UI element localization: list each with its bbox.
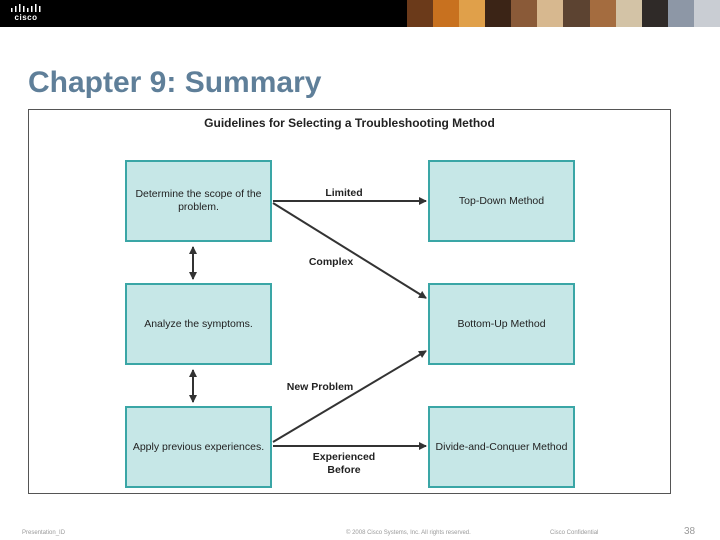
footer-copyright: © 2008 Cisco Systems, Inc. All rights re… bbox=[346, 530, 471, 536]
label-limited: Limited bbox=[325, 187, 363, 199]
header-photo-11 bbox=[667, 0, 694, 27]
box-determine-scope: Determine the scope of the problem. bbox=[125, 160, 272, 242]
box-apply-experiences-text: Apply previous experiences. bbox=[132, 440, 265, 453]
cisco-bars-icon bbox=[11, 4, 41, 12]
header-banner: cisco bbox=[0, 0, 720, 27]
cisco-logo: cisco bbox=[8, 3, 44, 23]
header-photo-9 bbox=[615, 0, 642, 27]
header-photo-12 bbox=[693, 0, 720, 27]
header-photo-7 bbox=[563, 0, 590, 27]
box-analyze-symptoms: Analyze the symptoms. bbox=[125, 283, 272, 365]
page-number: 38 bbox=[684, 526, 696, 537]
header-photo-5 bbox=[511, 0, 538, 27]
header-photo-4 bbox=[485, 0, 512, 27]
box-top-down: Top-Down Method bbox=[428, 160, 575, 242]
arrow-new-problem bbox=[272, 350, 427, 443]
label-new-problem: New Problem bbox=[286, 381, 354, 393]
label-complex: Complex bbox=[308, 256, 354, 268]
arrow-complex bbox=[272, 202, 427, 299]
footer-presentation-id: Presentation_ID bbox=[22, 530, 66, 536]
header-photo-3 bbox=[459, 0, 486, 27]
box-apply-experiences: Apply previous experiences. bbox=[125, 406, 272, 488]
logo-text: cisco bbox=[14, 13, 38, 22]
header-photo-strip bbox=[407, 0, 720, 27]
footer-confidential: Cisco Confidential bbox=[550, 530, 599, 536]
box-bottom-up-text: Bottom-Up Method bbox=[457, 317, 546, 330]
header-photo-10 bbox=[641, 0, 668, 27]
box-determine-scope-text: Determine the scope of the problem. bbox=[135, 188, 262, 213]
box-divide-conquer: Divide-and-Conquer Method bbox=[428, 406, 575, 488]
box-bottom-up: Bottom-Up Method bbox=[428, 283, 575, 365]
box-analyze-symptoms-text: Analyze the symptoms. bbox=[144, 317, 253, 330]
header-photo-1 bbox=[407, 0, 434, 27]
header-photo-6 bbox=[537, 0, 564, 27]
header-photo-2 bbox=[433, 0, 460, 27]
box-divide-conquer-text: Divide-and-Conquer Method bbox=[435, 440, 568, 453]
label-experienced-before: Experienced Before bbox=[312, 451, 376, 476]
header-photo-8 bbox=[589, 0, 616, 27]
box-top-down-text: Top-Down Method bbox=[458, 194, 545, 207]
diagram-title: Guidelines for Selecting a Troubleshooti… bbox=[204, 116, 495, 130]
slide-title: Chapter 9: Summary bbox=[28, 66, 322, 99]
